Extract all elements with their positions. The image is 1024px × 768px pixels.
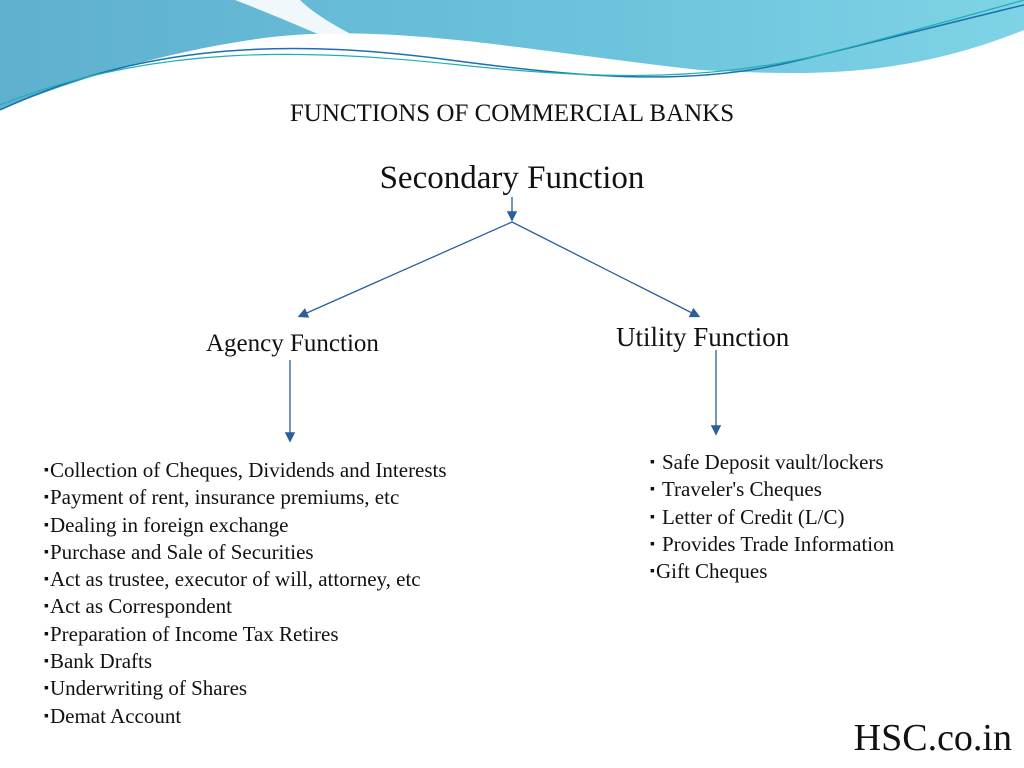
list-item: Act as Correspondent [44,593,447,620]
list-item: Letter of Credit (L/C) [650,504,894,531]
list-item: Provides Trade Information [650,531,894,558]
list-item: Purchase and Sale of Securities [44,539,447,566]
header-wave [0,0,1024,111]
diagram-connectors [284,197,722,443]
list-item: Dealing in foreign exchange [44,512,447,539]
slide-title: FUNCTIONS OF COMMERCIAL BANKS [289,100,735,127]
list-item: Demat Account [44,703,447,730]
branch-agency-function: Agency Function [206,330,379,357]
list-item: Gift Cheques [650,558,894,585]
root-node-secondary-function: Secondary Function [379,160,645,196]
watermark-hsc: HSC.co.in [853,717,1012,759]
list-item: Underwriting of Shares [44,675,447,702]
agency-function-list: Collection of Cheques, Dividends and Int… [44,457,447,730]
list-item: Payment of rent, insurance premiums, etc [44,484,447,511]
list-item: Traveler's Cheques [650,476,894,503]
utility-function-list: Safe Deposit vault/lockers Traveler's Ch… [650,449,894,585]
list-item: Act as trustee, executor of will, attorn… [44,566,447,593]
branch-utility-function: Utility Function [616,322,790,352]
list-item: Bank Drafts [44,648,447,675]
list-item: Preparation of Income Tax Retires [44,621,447,648]
list-item: Collection of Cheques, Dividends and Int… [44,457,447,484]
list-item: Safe Deposit vault/lockers [650,449,894,476]
